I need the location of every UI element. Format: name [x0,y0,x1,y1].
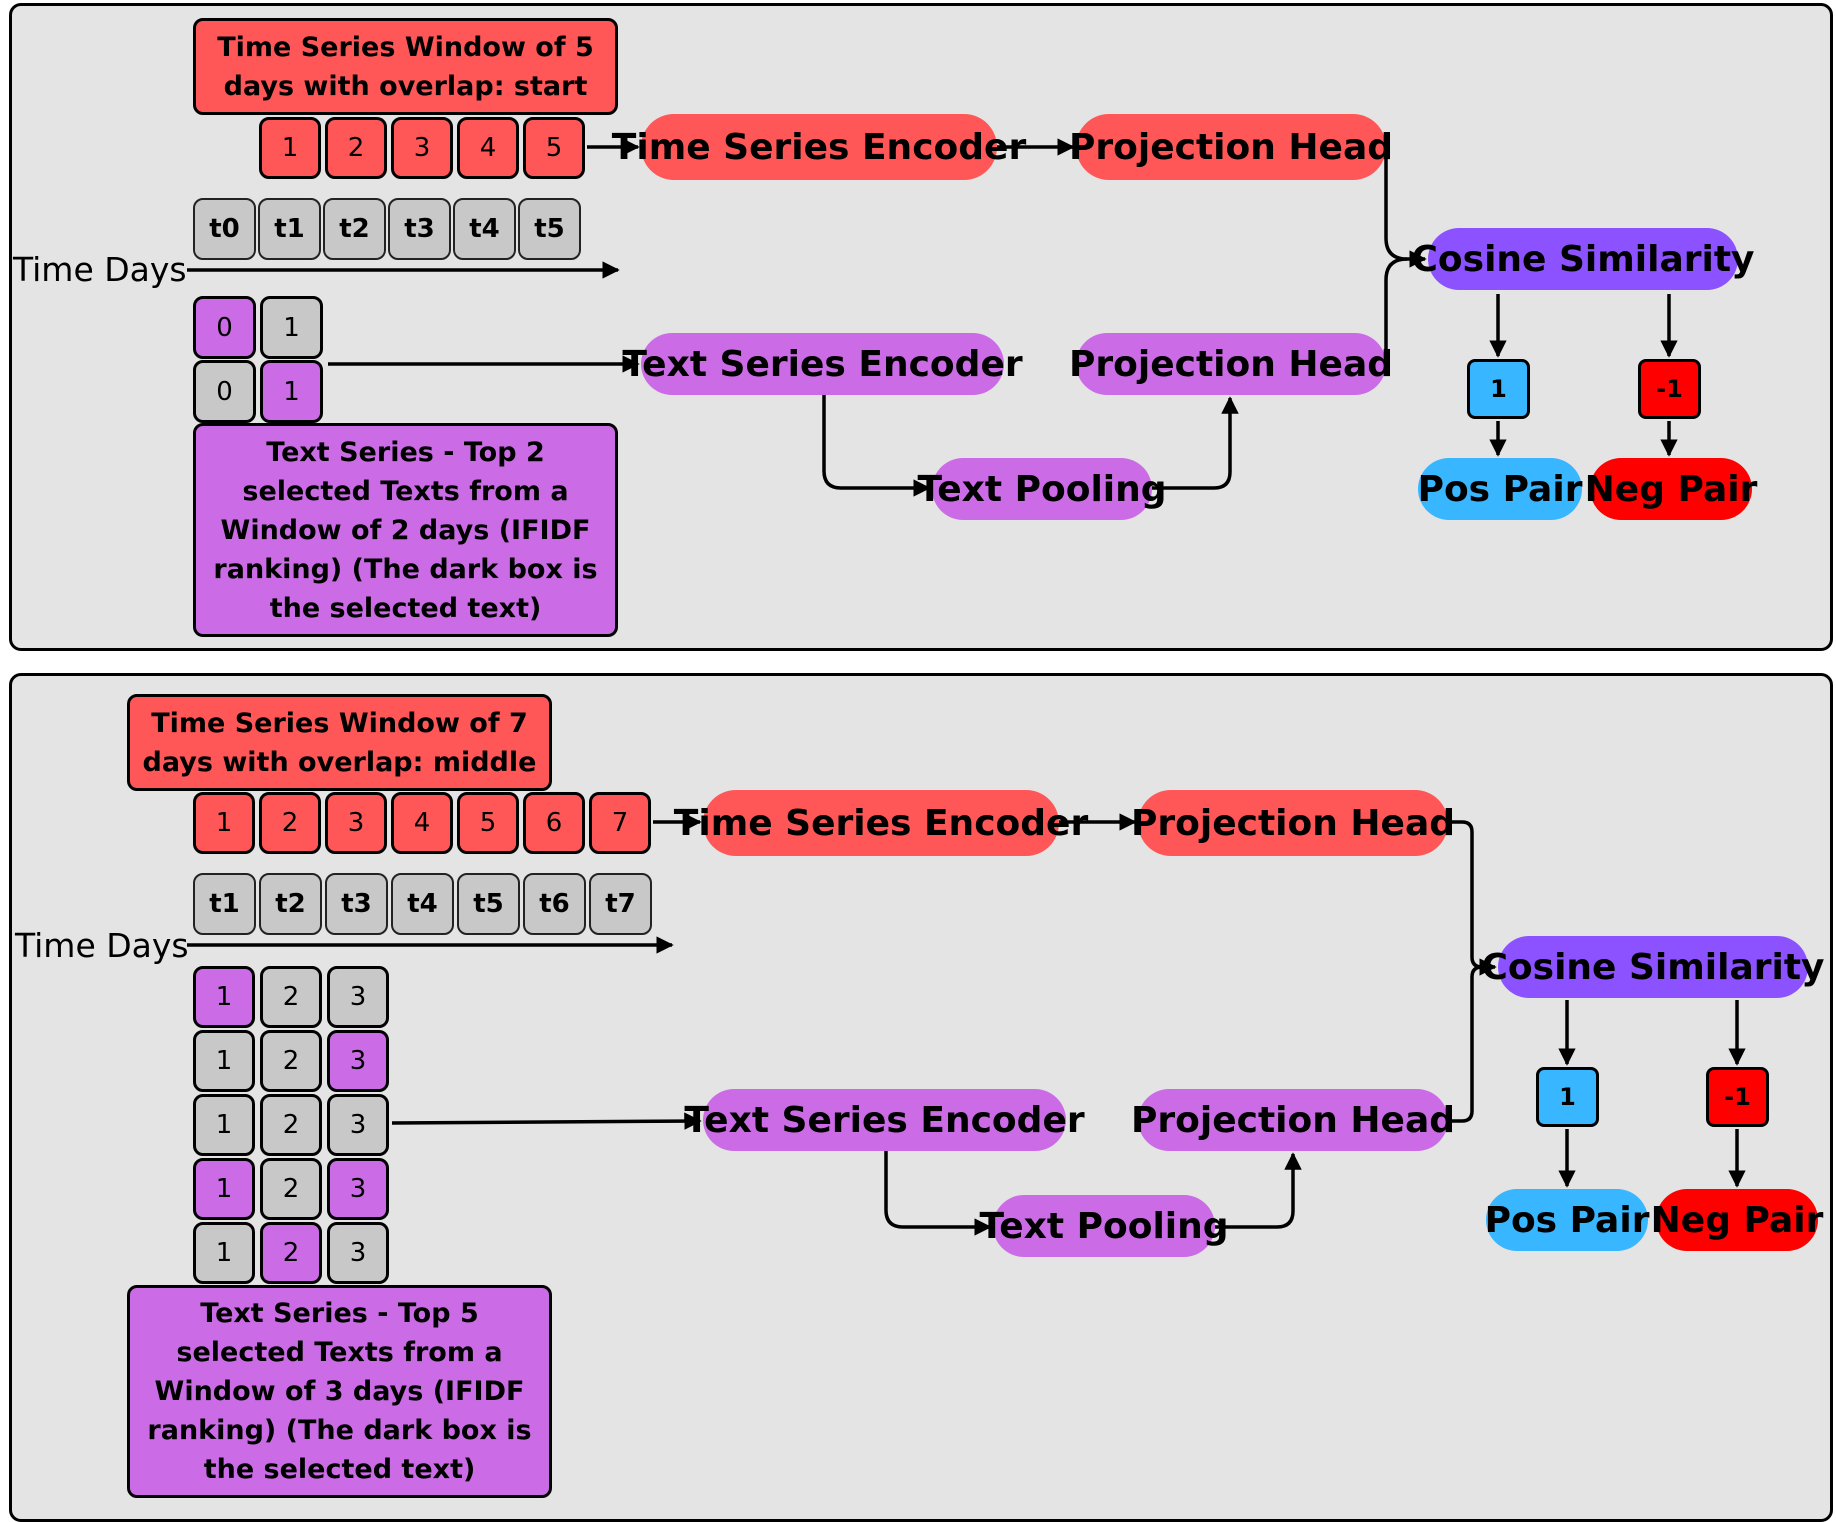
selected-text-cell: 1 [193,966,255,1028]
bottom-time-projection-head: Projection Head [1131,790,1455,856]
selected-text-cell: 0 [193,296,256,359]
selected-text-cell: 2 [260,1222,322,1284]
bottom-pos-value: 1 [1536,1067,1599,1127]
text-cell: 3 [327,966,389,1028]
top-axis-label: Time Days [13,250,187,289]
bottom-text-projection-head: Projection Head [1131,1089,1455,1151]
bottom-text-caption: Text Series - Top 5 selected Texts from … [127,1285,552,1498]
top-time-projection-head: Projection Head [1069,114,1393,180]
bottom-axis-label: Time Days [15,926,189,965]
day-cell: t3 [388,198,451,260]
bottom-text-series-encoder: Text Series Encoder [684,1089,1085,1151]
time-cell: 1 [259,117,321,179]
top-window-title: Time Series Window of 5 days with overla… [193,18,618,115]
day-cell: t4 [391,873,454,935]
top-cosine-similarity: Cosine Similarity [1411,228,1755,290]
text-cell: 1 [193,1222,255,1284]
day-cell: t6 [523,873,586,935]
bottom-cosine-similarity: Cosine Similarity [1481,936,1825,998]
top-time-series-encoder: Time Series Encoder [612,114,1026,180]
text-cell: 3 [327,1094,389,1156]
text-cell: 2 [260,1030,322,1092]
day-cell: t1 [258,198,321,260]
top-text-projection-head: Projection Head [1069,333,1393,395]
selected-text-cell: 1 [193,1158,255,1220]
day-cell: t2 [323,198,386,260]
time-cell: 2 [325,117,387,179]
day-cell: t1 [193,873,256,935]
bottom-neg-value: -1 [1706,1067,1769,1127]
selected-text-cell: 3 [327,1158,389,1220]
top-neg-value: -1 [1638,359,1701,419]
day-cell: t7 [589,873,652,935]
time-cell: 6 [523,792,585,854]
top-text-pooling: Text Pooling [917,458,1167,520]
text-cell: 1 [193,1030,255,1092]
top-neg-pair: Neg Pair [1585,458,1757,520]
bottom-neg-pair: Neg Pair [1651,1189,1823,1251]
time-cell: 3 [391,117,453,179]
day-cell: t5 [457,873,520,935]
day-cell: t3 [325,873,388,935]
time-cell: 4 [457,117,519,179]
time-cell: 5 [457,792,519,854]
time-cell: 5 [523,117,585,179]
top-text-caption: Text Series - Top 2 selected Texts from … [193,423,618,637]
text-cell: 1 [260,296,323,359]
time-cell: 4 [391,792,453,854]
time-cell: 3 [325,792,387,854]
text-cell: 2 [260,1094,322,1156]
bottom-time-series-encoder: Time Series Encoder [674,790,1088,856]
top-pos-pair: Pos Pair [1418,458,1582,520]
text-cell: 2 [260,966,322,1028]
time-cell: 7 [589,792,651,854]
selected-text-cell: 1 [260,360,323,423]
text-cell: 2 [260,1158,322,1220]
day-cell: t2 [259,873,322,935]
text-cell: 3 [327,1222,389,1284]
day-cell: t4 [453,198,516,260]
time-cell: 2 [259,792,321,854]
text-cell: 1 [193,1094,255,1156]
text-cell: 0 [193,360,256,423]
bottom-text-pooling: Text Pooling [979,1195,1229,1257]
bottom-pos-pair: Pos Pair [1485,1189,1649,1251]
top-text-series-encoder: Text Series Encoder [622,333,1023,395]
bottom-window-title: Time Series Window of 7 days with overla… [127,694,552,791]
day-cell: t5 [518,198,581,260]
day-cell: t0 [193,198,256,260]
selected-text-cell: 3 [327,1030,389,1092]
time-cell: 1 [193,792,255,854]
top-pos-value: 1 [1467,359,1530,419]
